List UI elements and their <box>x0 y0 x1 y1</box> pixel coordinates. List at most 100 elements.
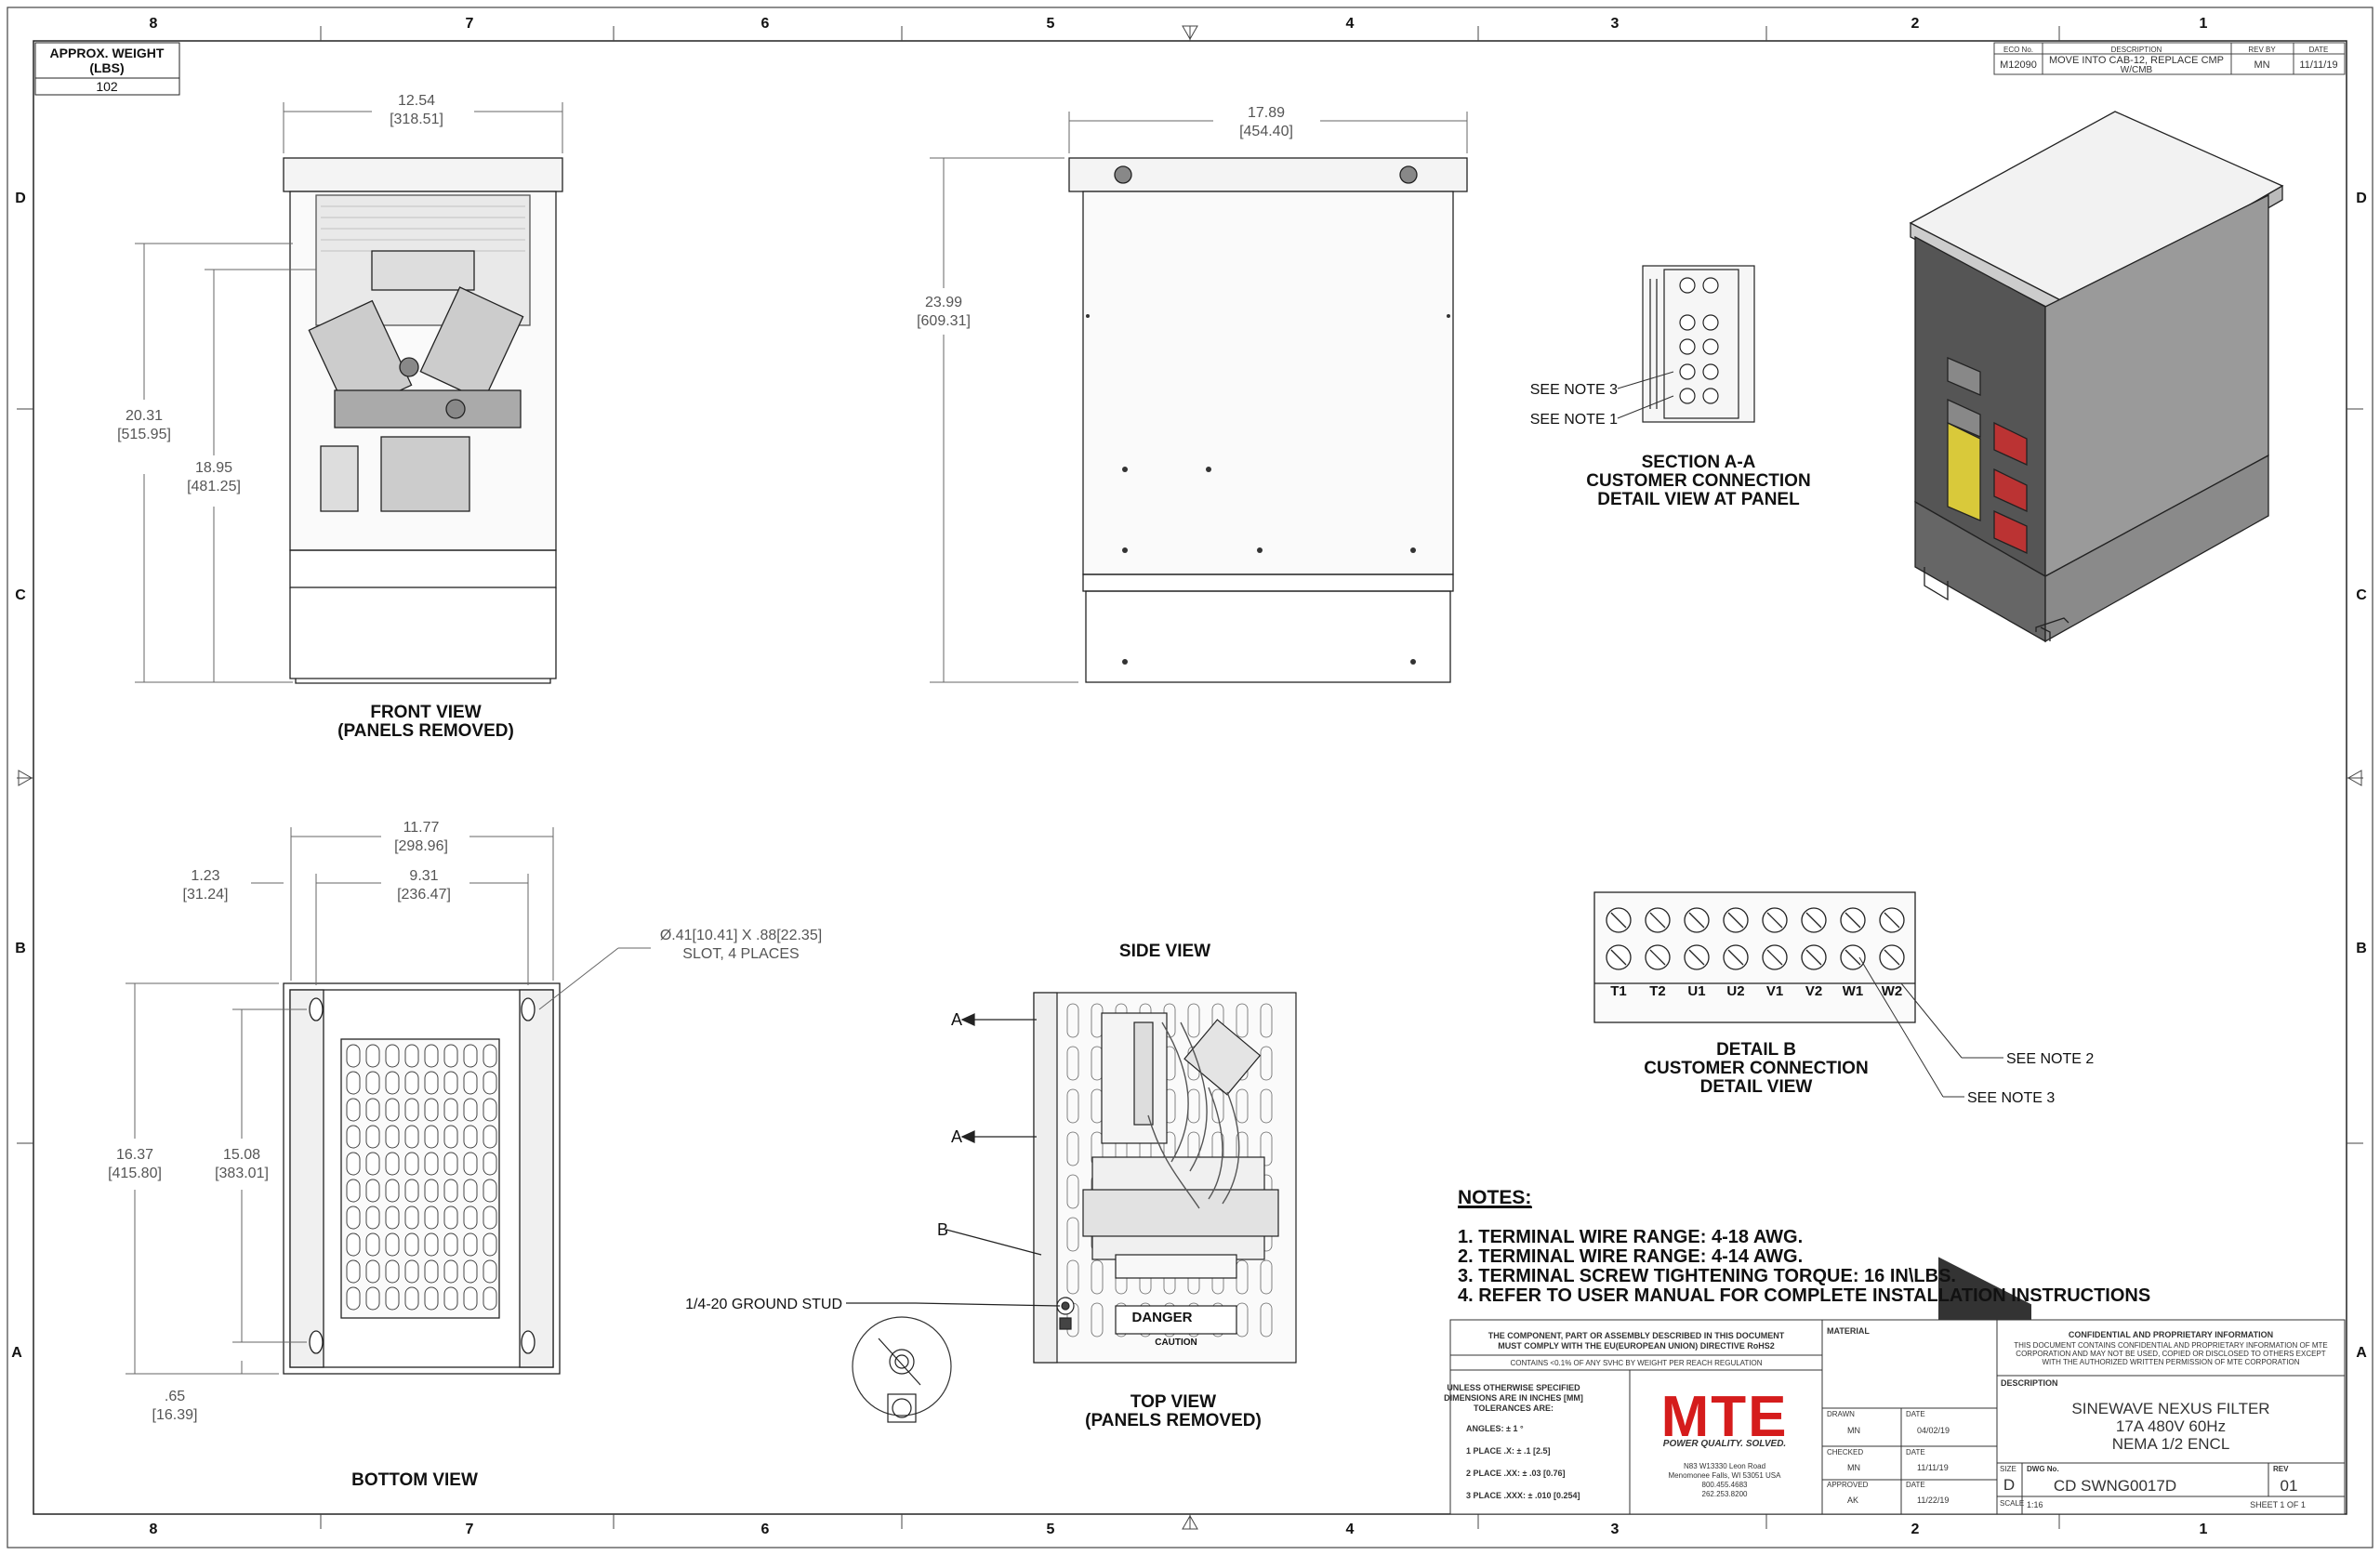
zone-col-2: 2 <box>1911 16 1920 32</box>
rev-description-1: MOVE INTO CAB-12, REPLACE CMP <box>2049 55 2224 66</box>
top-vent-slot <box>1066 1088 1079 1124</box>
terminal-screw-slot <box>1688 912 1705 929</box>
front-dims <box>135 102 563 683</box>
vent-slot <box>443 1125 458 1149</box>
section-title: SECTION A-A <box>1642 453 1756 472</box>
detail-see-note-3: SEE NOTE 3 <box>1967 1090 2055 1106</box>
dim-front-height-outer: 20.31 <box>126 408 163 424</box>
note-4: 4. REFER TO USER MANUAL FOR COMPLETE INS… <box>1458 1285 2150 1306</box>
vent-slot <box>404 1044 419 1068</box>
vent-slot <box>483 1125 497 1149</box>
terminal-label: U2 <box>1726 983 1744 999</box>
vent-slot <box>483 1232 497 1257</box>
vent-slot <box>365 1232 380 1257</box>
approved-by: AK <box>1847 1496 1858 1505</box>
dim-front-width-mm: [318.51] <box>390 112 443 127</box>
side-dims <box>930 112 1468 683</box>
vent-slot <box>404 1098 419 1122</box>
vent-slot <box>346 1071 361 1095</box>
scale-value: 1:16 <box>2027 1500 2043 1509</box>
section-subtitle-2: DETAIL VIEW AT PANEL <box>1597 490 1800 509</box>
weight-label-1: APPROX. WEIGHT <box>50 46 165 60</box>
top-vent-slot <box>1066 1174 1079 1209</box>
zone-col-3-bottom: 3 <box>1611 1522 1620 1537</box>
checked-date: 11/11/19 <box>1917 1463 1949 1472</box>
terminal-screw-slot <box>1649 949 1666 966</box>
terminal-screw-slot <box>1727 949 1744 966</box>
dim-side-width-mm: [454.40] <box>1239 124 1293 139</box>
vent-slot <box>463 1044 478 1068</box>
dwg-no-value: CD SWNG0017D <box>2054 1477 2176 1495</box>
vent-slot <box>483 1179 497 1203</box>
dim-bottom-edge: .65 <box>165 1389 185 1404</box>
terminal-screw-slot <box>1649 912 1666 929</box>
terminal-screw-slot <box>1805 949 1822 966</box>
zone-labels-top: 8 7 6 5 4 3 2 1 <box>150 16 2208 32</box>
rev-date: 11/11/19 <box>2299 59 2337 71</box>
drawn-by: MN <box>1847 1426 1860 1435</box>
top-view-marker-b: B <box>937 1220 948 1239</box>
front-view-subtitle: (PANELS REMOVED) <box>337 721 514 741</box>
dim-bottom-width-outer: 11.77 <box>403 820 440 836</box>
vent-slot <box>443 1286 458 1311</box>
notes-title: NOTES: <box>1458 1187 1531 1208</box>
vent-slot <box>346 1125 361 1149</box>
vent-slot <box>346 1232 361 1257</box>
top-vent-slot <box>1091 1259 1104 1295</box>
vent-slot <box>424 1125 439 1149</box>
vent-slot <box>443 1044 458 1068</box>
zone-row-b-right: B <box>2356 941 2367 956</box>
vent-slot <box>404 1286 419 1311</box>
weight-label-2: (LBS) <box>89 60 124 75</box>
dim-bottom-width-outer-mm: [298.96] <box>394 838 448 854</box>
vent-slot <box>346 1152 361 1176</box>
drawn-date-label: DATE <box>1906 1410 1925 1418</box>
vent-slot <box>404 1125 419 1149</box>
dim-front-width: 12.54 <box>398 93 435 109</box>
dim-bottom-height-inner-mm: [383.01] <box>215 1166 269 1181</box>
zone-col-5: 5 <box>1047 16 1055 32</box>
vent-slot <box>483 1206 497 1230</box>
vent-slot <box>424 1286 439 1311</box>
address-line-2: Menomonee Falls, WI 53051 USA <box>1669 1471 1782 1480</box>
vent-slot <box>483 1044 497 1068</box>
detail-subtitle-1: CUSTOMER CONNECTION <box>1644 1059 1868 1078</box>
confidential-line-1: THIS DOCUMENT CONTAINS CONFIDENTIAL AND … <box>2014 1341 2328 1350</box>
rev-header-date: DATE <box>2309 46 2329 54</box>
vent-slot <box>385 1044 400 1068</box>
vent-slot <box>346 1259 361 1284</box>
rev-by: MN <box>2254 59 2269 71</box>
terminal-label: U1 <box>1687 983 1705 999</box>
top-vent-slot <box>1260 1003 1273 1038</box>
vent-slot <box>404 1206 419 1230</box>
top-vent-slot <box>1066 1003 1079 1038</box>
vent-slot <box>365 1044 380 1068</box>
mte-logo: MTE <box>1661 1385 1789 1449</box>
vent-slot <box>463 1098 478 1122</box>
dim-side-height-mm: [609.31] <box>917 313 971 329</box>
zone-ticks <box>17 26 2363 1529</box>
dwg-no-label: DWG No. <box>2027 1465 2059 1473</box>
rev-header-description: DESCRIPTION <box>2111 46 2162 54</box>
vent-slot <box>385 1071 400 1095</box>
note-2: 2. TERMINAL WIRE RANGE: 4-14 AWG. <box>1458 1246 1803 1267</box>
vent-slot <box>483 1259 497 1284</box>
dim-bottom-edge-mm: [16.39] <box>152 1407 198 1423</box>
confidential-line-3: WITH THE AUTHORIZED WRITTEN PERMISSION O… <box>2042 1358 2299 1366</box>
tolerance-2-place: 2 PLACE .XX: ± .03 [0.76] <box>1466 1469 1565 1478</box>
zone-col-3: 3 <box>1611 16 1620 32</box>
vent-slot <box>463 1259 478 1284</box>
terminal-screw-slot <box>1884 949 1900 966</box>
vent-slot <box>385 1259 400 1284</box>
zone-col-5-bottom: 5 <box>1047 1522 1055 1537</box>
checked-by: MN <box>1847 1463 1860 1472</box>
zone-col-1: 1 <box>2200 16 2208 32</box>
top-vent-slot <box>1091 1302 1104 1338</box>
dim-front-height-inner-mm: [481.25] <box>187 479 241 494</box>
vent-slot <box>483 1152 497 1176</box>
section-a-a <box>1642 265 1755 423</box>
section-see-note-1: SEE NOTE 1 <box>1530 412 1618 428</box>
detail-title: DETAIL B <box>1716 1040 1796 1060</box>
